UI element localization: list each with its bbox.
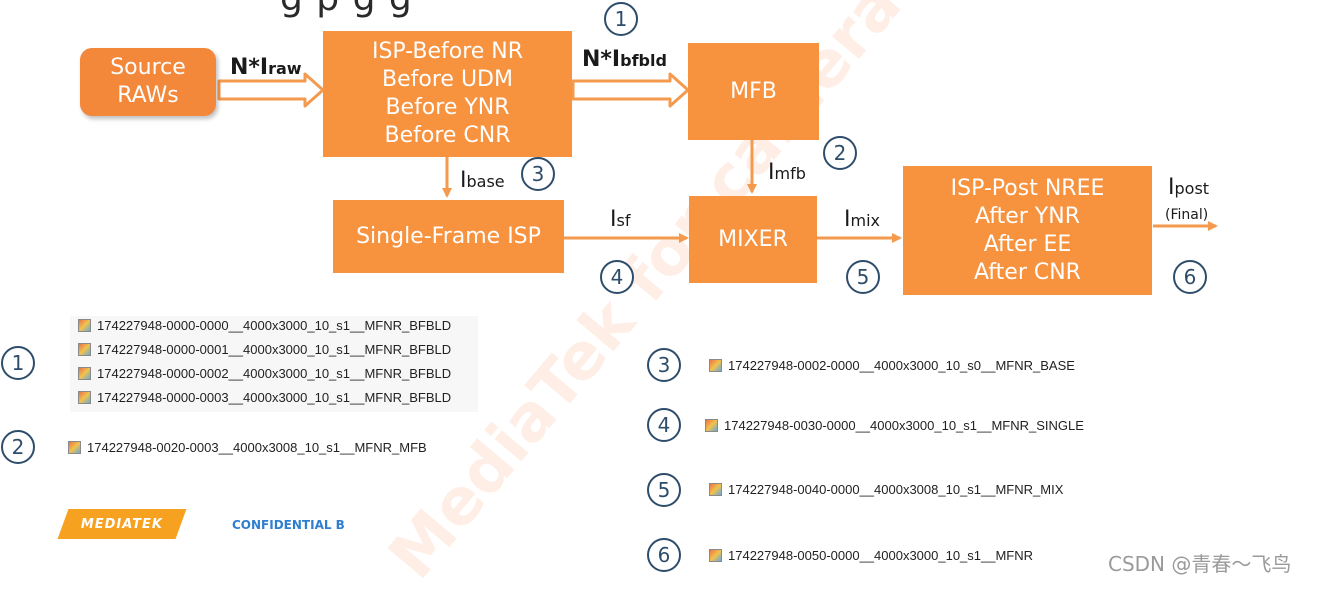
file-bfbld-0[interactable]: 174227948-0000-0000__4000x3000_10_s1__MF… [78,318,451,333]
label-ipost-prefix: I [1168,175,1175,200]
image-file-icon [705,419,718,432]
label-n-iraw: N*Iraw [230,55,302,80]
file-name: 174227948-0050-0000__4000x3000_10_s1__MF… [728,548,1034,563]
label-isf: Isf [610,207,630,232]
image-file-icon [709,359,722,372]
file-name: 174227948-0030-0000__4000x3000_10_s1__MF… [724,418,1084,433]
file-mfb[interactable]: 174227948-0020-0003__4000x3008_10_s1__MF… [68,440,427,455]
marker-1-diagram: 1 [604,2,638,36]
marker-3-diagram: 3 [521,157,555,191]
label-imfb: Imfb [768,160,806,185]
file-name: 174227948-0000-0001__4000x3000_10_s1__MF… [97,342,452,357]
label-ibase: Ibase [460,168,505,193]
label-imix-prefix: I [844,207,851,232]
file-name: 174227948-0000-0003__4000x3000_10_s1__MF… [97,390,452,405]
image-file-icon [78,343,91,356]
file-post[interactable]: 174227948-0050-0000__4000x3000_10_s1__MF… [709,548,1033,563]
marker-4-files: 4 [647,408,681,442]
isp-post-box: ISP-Post NREE After YNR After EE After C… [903,166,1152,295]
label-ipost: Ipost [1168,175,1209,200]
label-isf-sub: sf [616,211,631,230]
file-single[interactable]: 174227948-0030-0000__4000x3000_10_s1__MF… [705,418,1084,433]
arrow-raw [217,72,325,108]
marker-3-files: 3 [647,348,681,382]
label-n-iraw-prefix: N*I [230,55,269,80]
isp-post-line-2: After YNR [974,203,1080,229]
label-n-iraw-sub: raw [268,59,302,78]
isp-post-line-3: After EE [983,231,1072,257]
file-base[interactable]: 174227948-0002-0000__4000x3000_10_s0__MF… [709,358,1075,373]
image-file-icon [78,319,91,332]
mixer-box: MIXER [689,196,817,283]
file-name: 174227948-0000-0002__4000x3000_10_s1__MF… [97,366,452,381]
marker-6-diagram: 6 [1173,260,1207,294]
single-frame-label: Single-Frame ISP [356,223,541,249]
image-file-icon [709,483,722,496]
label-n-ibfbld-prefix: N*I [582,47,621,72]
marker-4-diagram: 4 [600,260,634,294]
file-name: 174227948-0000-0000__4000x3000_10_s1__MF… [97,318,452,333]
isp-before-line-4: Before CNR [384,123,511,148]
file-mix[interactable]: 174227948-0040-0000__4000x3008_10_s1__MF… [709,482,1063,497]
source-raws-box: Source RAWs [80,48,216,116]
marker-5-files: 5 [647,473,681,507]
csdn-watermark: CSDN @青春～飞鸟 [1108,552,1292,576]
label-ibase-sub: base [466,172,505,191]
file-bfbld-2[interactable]: 174227948-0000-0002__4000x3000_10_s1__MF… [78,366,451,381]
file-bfbld-3[interactable]: 174227948-0000-0003__4000x3000_10_s1__MF… [78,390,451,405]
label-final: (Final) [1165,207,1209,223]
mediatek-logo-text: MEDIATEK [80,516,164,532]
isp-before-box: ISP-Before NR Before UDM Before YNR Befo… [323,31,572,157]
file-group-1 [70,316,478,412]
isp-before-line-3: Before YNR [385,95,510,120]
arrow-bfbld [571,72,690,108]
label-imix: Imix [844,207,880,232]
title-fragment: g p g g [280,0,1320,18]
image-file-icon [709,549,722,562]
marker-5-diagram: 5 [846,260,880,294]
marker-1-files: 1 [1,346,35,380]
mfb-box: MFB [688,43,819,140]
label-ipost-sub: post [1174,179,1210,198]
confidential-label: CONFIDENTIAL B [232,518,345,532]
isp-before-line-2: Before UDM [382,67,513,92]
label-imix-sub: mix [850,211,881,230]
single-frame-isp-box: Single-Frame ISP [333,200,564,273]
label-isf-prefix: I [610,207,617,232]
marker-6-files: 6 [647,538,681,572]
file-bfbld-1[interactable]: 174227948-0000-0001__4000x3000_10_s1__MF… [78,342,451,357]
isp-before-line-1: ISP-Before NR [371,39,524,64]
marker-2-files: 2 [1,430,35,464]
image-file-icon [78,391,91,404]
mediatek-logo: MEDIATEK [57,509,187,539]
image-file-icon [78,367,91,380]
label-imfb-sub: mfb [774,164,806,183]
label-imfb-prefix: I [768,160,775,185]
flow-arrows [217,72,1218,243]
source-line-1: Source [110,55,186,80]
file-name: 174227948-0002-0000__4000x3000_10_s0__MF… [728,358,1075,373]
label-ibase-prefix: I [460,168,467,193]
source-line-2: RAWs [117,83,179,108]
file-name: 174227948-0040-0000__4000x3008_10_s1__MF… [728,482,1064,497]
label-n-ibfbld: N*Ibfbld [582,47,667,72]
mfb-label: MFB [730,78,777,104]
mixer-label: MIXER [718,226,788,252]
label-n-ibfbld-sub: bfbld [620,51,667,70]
file-name: 174227948-0020-0003__4000x3008_10_s1__MF… [87,440,427,455]
image-file-icon [68,441,81,454]
isp-post-line-4: After CNR [974,259,1081,285]
isp-post-line-1: ISP-Post NREE [950,175,1105,201]
marker-2-diagram: 2 [823,136,857,170]
